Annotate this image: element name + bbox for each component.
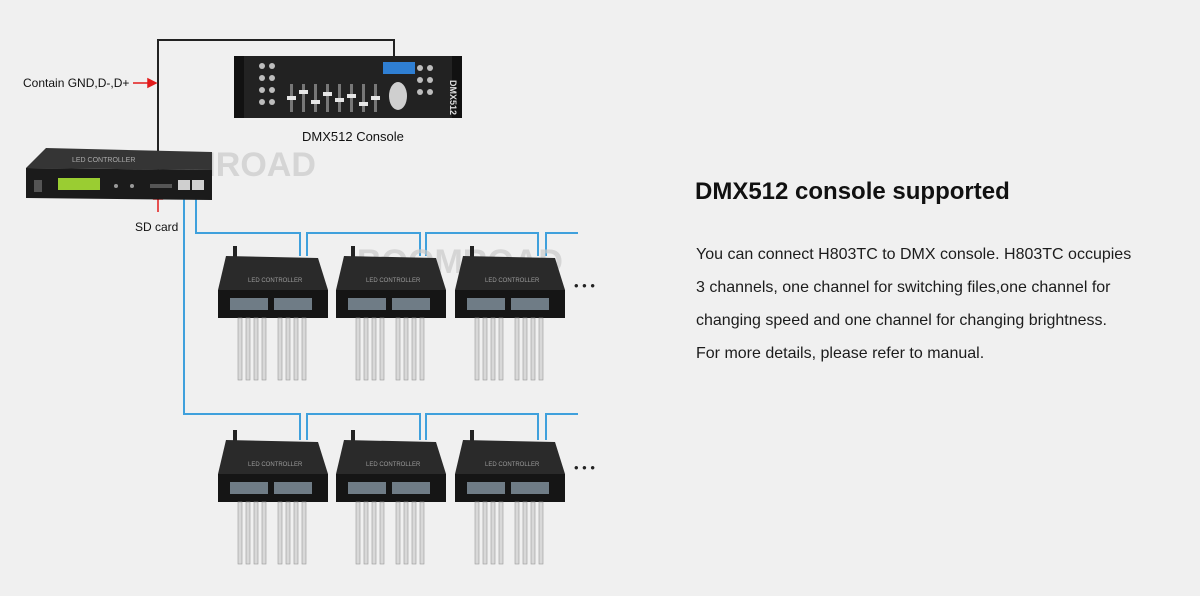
- slave-controller: LED CONTROLLER: [218, 430, 328, 565]
- console-cable: [157, 39, 395, 200]
- slave-controller: LED CONTROLLER: [455, 246, 565, 381]
- description-line: changing speed and one channel for chang…: [696, 312, 1107, 329]
- controller-face-text: LED CONTROLLER: [485, 462, 540, 468]
- dmx512-console-device: DMX512: [234, 56, 462, 118]
- slave-controller: LED CONTROLLER: [455, 430, 565, 565]
- console-label: DMX512 Console: [302, 129, 404, 144]
- controller-face-text: LED CONTROLLER: [485, 278, 540, 284]
- slave-controller: LED CONTROLLER: [218, 246, 328, 381]
- controller-face-text: LED CONTROLLER: [366, 278, 421, 284]
- controller-face-text: LED CONTROLLER: [72, 157, 135, 164]
- controller-face-text: LED CONTROLLER: [366, 462, 421, 468]
- page-title: DMX512 console supported: [695, 178, 1010, 205]
- wiring-diagram: Contain GND,D-,D+ DMX512 Console SD card…: [23, 39, 595, 565]
- description-line: 3 channels, one channel for switching fi…: [696, 279, 1111, 296]
- slave-controllers: LED CONTROLLER LED CONTROLLER LED CONTROLL…: [218, 246, 565, 565]
- sdcard-label: SD card: [135, 220, 178, 234]
- description-line: You can connect H803TC to DMX console. H…: [696, 246, 1132, 263]
- controller-face-text: LED CONTROLLER: [248, 278, 303, 284]
- slave-controller: LED CONTROLLER: [336, 246, 446, 381]
- description: You can connect H803TC to DMX console. H…: [696, 238, 1176, 370]
- controller-face-text: LED CONTROLLER: [248, 462, 303, 468]
- console-brand: DMX512: [448, 80, 458, 115]
- signal-label: Contain GND,D-,D+: [23, 76, 129, 90]
- blue-wiring: [183, 190, 578, 440]
- more-ellipsis: • • •: [574, 460, 595, 475]
- master-controller-device: LED CONTROLLER: [26, 148, 212, 200]
- more-ellipsis: • • •: [574, 278, 595, 293]
- description-line: For more details, please refer to manual…: [696, 345, 985, 362]
- slave-controller: LED CONTROLLER: [336, 430, 446, 565]
